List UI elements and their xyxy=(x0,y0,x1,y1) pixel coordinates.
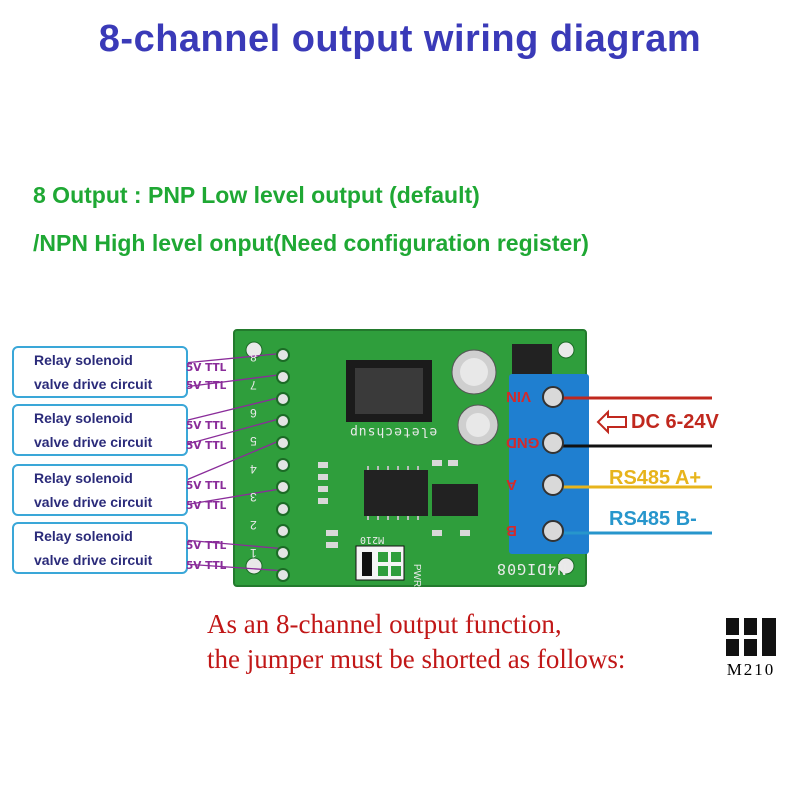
relay-label-line-1: Relay solenoid xyxy=(34,528,133,544)
pcb-board xyxy=(234,330,586,586)
terminal-screw xyxy=(542,474,564,496)
output-pin xyxy=(276,414,290,428)
relay-label-line-2: valve drive circuit xyxy=(34,494,153,510)
relay-box: Relay solenoid valve drive circuit xyxy=(12,464,188,516)
ttl-label: 5V TTL xyxy=(186,362,227,374)
output-pin xyxy=(276,524,290,538)
board-pwr-label: PWR xyxy=(411,563,423,588)
pin-label: 1 xyxy=(250,546,257,560)
rs485-chip xyxy=(432,484,478,516)
output-mode-line-2: /NPN High level onput(Need configuration… xyxy=(33,230,589,256)
pin-label: 4 xyxy=(250,462,257,476)
terminal-label: VIN xyxy=(506,388,532,405)
jumper-note-line-2: the jumper must be shorted as follows: xyxy=(207,644,626,674)
jumper-setting-icon: M210 xyxy=(718,612,784,680)
jumper-note-line-1: As an 8-channel output function, xyxy=(207,609,562,639)
ttl-label: 5V TTL xyxy=(186,500,227,512)
dc-arrow-icon xyxy=(596,409,627,435)
relay-label-line-1: Relay solenoid xyxy=(34,352,133,368)
pin-label: 3 xyxy=(250,490,257,504)
relay-label-line-2: valve drive circuit xyxy=(34,376,153,392)
output-mode-line-1: 8 Output : PNP Low level output (default… xyxy=(33,182,480,208)
output-pin xyxy=(276,458,290,472)
ttl-label: 5V TTL xyxy=(186,440,227,452)
output-pin xyxy=(276,436,290,450)
output-pin xyxy=(276,546,290,560)
relay-box: Relay solenoid valve drive circuit xyxy=(12,522,188,574)
ttl-label: 5V TTL xyxy=(186,380,227,392)
output-pin xyxy=(276,480,290,494)
mounting-hole xyxy=(557,341,575,359)
jumper-caption: M210 xyxy=(726,660,776,679)
terminal-label: GND xyxy=(506,434,540,451)
terminal-screw xyxy=(542,520,564,542)
output-pin xyxy=(276,568,290,582)
terminal-screw xyxy=(542,386,564,408)
relay-label-line-2: valve drive circuit xyxy=(34,552,153,568)
terminal-label: B xyxy=(506,522,517,539)
relay-label-line-1: Relay solenoid xyxy=(34,470,133,486)
ttl-label: 5V TTL xyxy=(186,540,227,552)
rs485-a-label: RS485 A+ xyxy=(609,467,702,489)
page-title: 8-channel output wiring diagram xyxy=(98,18,702,60)
output-pin xyxy=(276,392,290,406)
relay-label-line-2: valve drive circuit xyxy=(34,434,153,450)
mounting-hole xyxy=(245,557,263,575)
board-model: N4DIG08 xyxy=(496,560,567,578)
dc-voltage-label: DC 6-24V xyxy=(631,411,719,433)
mounting-hole xyxy=(245,341,263,359)
terminal-label: A xyxy=(506,476,517,493)
output-pin xyxy=(276,370,290,384)
output-pin xyxy=(276,502,290,516)
ttl-label: 5V TTL xyxy=(186,560,227,572)
main-chip xyxy=(364,470,428,516)
terminal-screw xyxy=(542,432,564,454)
pin-label: 5 xyxy=(250,434,257,448)
relay-label-line-1: Relay solenoid xyxy=(34,410,133,426)
mounting-hole xyxy=(557,557,575,575)
pin-label: 8 xyxy=(250,350,257,364)
board-jumper-label: M210 xyxy=(360,534,385,545)
rs485-b-label: RS485 B- xyxy=(609,508,697,530)
relay-box: Relay solenoid valve drive circuit xyxy=(12,404,188,456)
relay-box: Relay solenoid valve drive circuit xyxy=(12,346,188,398)
ttl-label: 5V TTL xyxy=(186,420,227,432)
pin-label: 2 xyxy=(250,518,257,532)
output-pin xyxy=(276,348,290,362)
pin-label: 7 xyxy=(250,378,257,392)
terminal-block xyxy=(509,374,589,554)
ttl-label: 5V TTL xyxy=(186,480,227,492)
board-brand: eletechsup xyxy=(349,424,438,439)
pin-label: 6 xyxy=(250,406,257,420)
